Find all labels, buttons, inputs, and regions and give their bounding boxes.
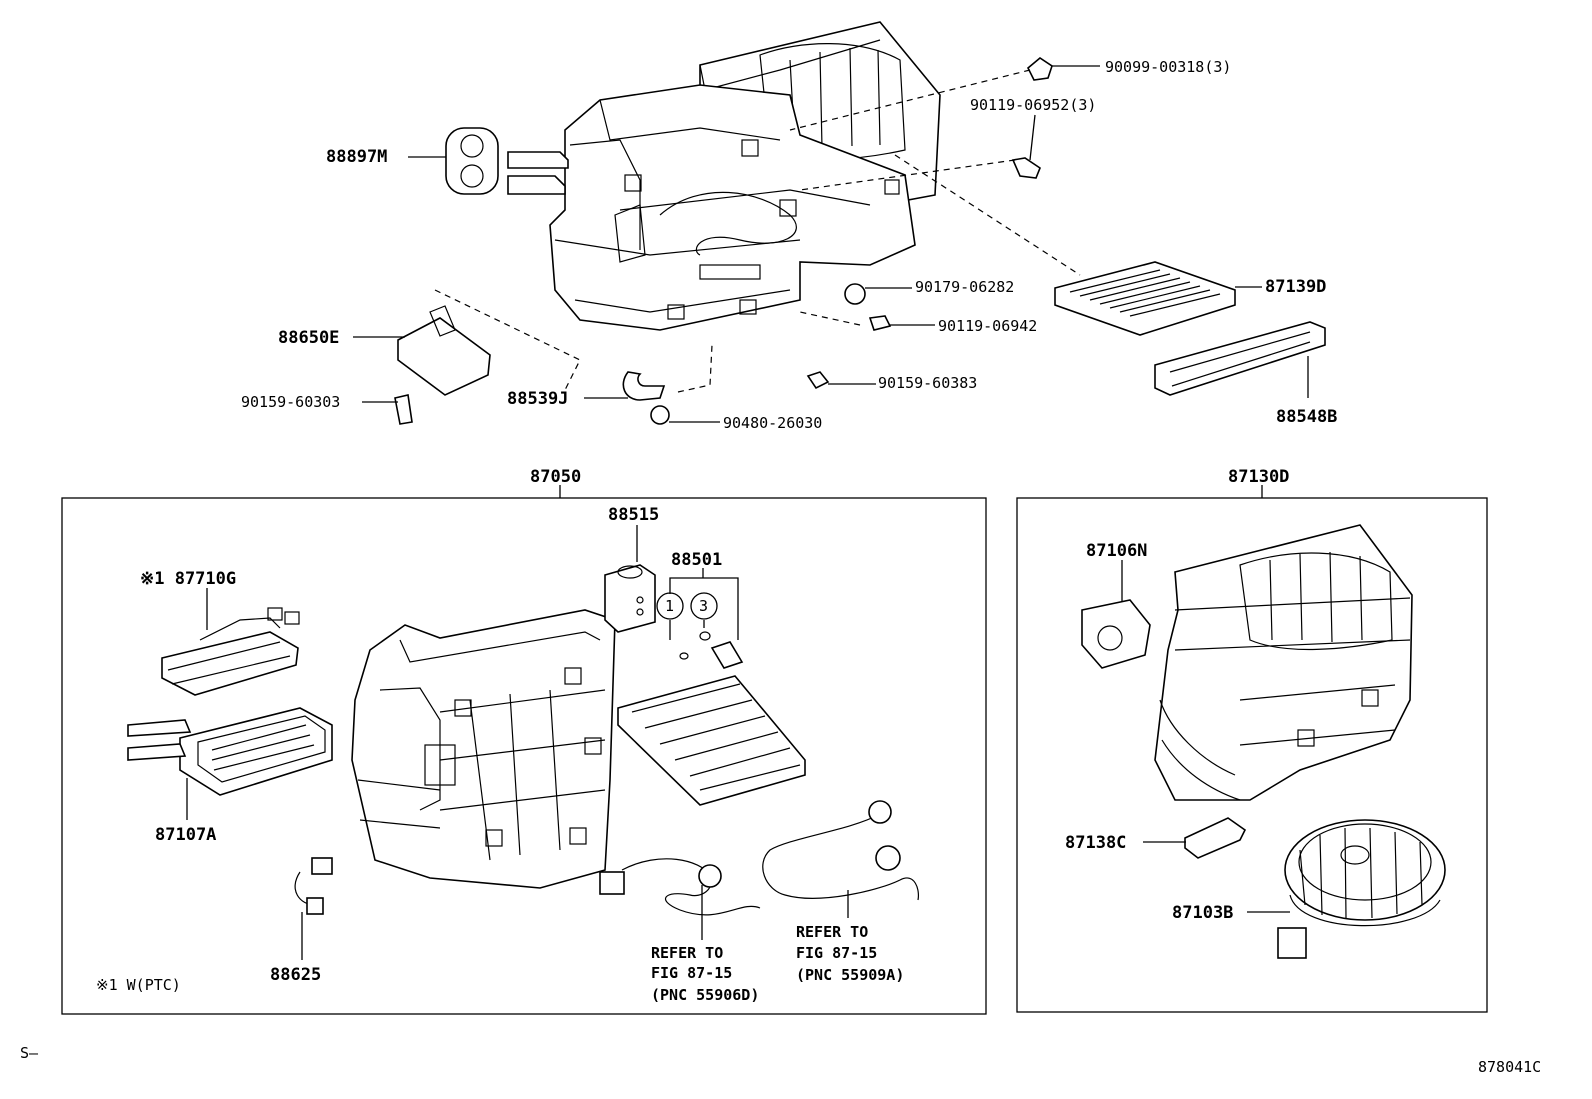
label-88650e: 88650E: [278, 328, 339, 348]
label-88501: 88501: [671, 550, 722, 570]
label-90099-00318: 90099-00318(3): [1105, 58, 1231, 76]
dashed-guide-lines-top: [434, 69, 1081, 393]
callout-labels: 90099-00318(3) 90119-06952(3) 88897M 871…: [20, 58, 1541, 1076]
leader-lines-87050: [186, 525, 849, 960]
label-90480-26030: 90480-26030: [723, 414, 822, 432]
expansion-valve-88515-illustration: [604, 564, 656, 633]
servo-motor-87106n-illustration: [1081, 599, 1151, 669]
harness-55909a-illustration: [762, 800, 920, 901]
filter-cover-88548b-illustration: [1154, 321, 1326, 396]
footnote-ptc: ※1 W(PTC): [96, 976, 181, 994]
grommet-88897m-illustration: [445, 127, 499, 195]
label-87106n: 87106N: [1086, 541, 1147, 561]
label-88515: 88515: [608, 505, 659, 525]
blower-case-87130d-illustration: [1154, 524, 1413, 801]
leader-lines-87130d: [1121, 560, 1290, 913]
label-90179-06282: 90179-06282: [915, 278, 1014, 296]
harness-55906d-illustration: [599, 858, 761, 916]
main-hvac-unit-illustration: [507, 21, 941, 331]
label-88539j: 88539J: [507, 389, 568, 409]
refer-1-line-3: (PNC 55906D): [651, 986, 759, 1004]
heater-core-87107a-illustration: [127, 707, 333, 796]
heater-case-87050-illustration: [351, 609, 616, 889]
circled-3-text: 3: [699, 597, 708, 615]
circled-1-text: 1: [665, 597, 674, 615]
assembly-87130d-box: [1016, 497, 1488, 1013]
label-90119-06942: 90119-06942: [938, 317, 1037, 335]
leader-lines-top: [353, 65, 1309, 423]
refer-1-line-1: REFER TO: [651, 944, 723, 962]
ptc-heater-87710g-illustration: [161, 607, 300, 696]
figure-id: 878041C: [1478, 1058, 1541, 1076]
evaporator-88501-illustration: [617, 641, 806, 806]
refer-2-line-2: FIG 87-15: [796, 944, 877, 962]
blower-motor-87103b-illustration: [1277, 819, 1446, 959]
refer-2-line-1: REFER TO: [796, 923, 868, 941]
filter-87139d-illustration: [1054, 261, 1236, 336]
module-88650e-illustration: [397, 305, 491, 396]
drain-hose-88539j-illustration: [622, 371, 666, 401]
label-90159-60303: 90159-60303: [241, 393, 340, 411]
sensor-88625-illustration: [294, 857, 333, 915]
corner-left-mark: S–: [20, 1044, 39, 1062]
label-87138c: 87138C: [1065, 833, 1126, 853]
label-87107a: 87107A: [155, 825, 216, 845]
assembly-87050-box: [61, 497, 987, 1015]
label-87103b: 87103B: [1172, 903, 1233, 923]
label-88897m: 88897M: [326, 147, 387, 167]
o-ring-group-88501: [656, 568, 739, 660]
hardware-illustrations: [394, 57, 1053, 425]
label-90159-60383: 90159-60383: [878, 374, 977, 392]
label-90119-06952: 90119-06952(3): [970, 96, 1096, 114]
label-88625: 88625: [270, 965, 321, 985]
label-87139d: 87139D: [1265, 277, 1326, 297]
label-88548b: 88548B: [1276, 407, 1337, 427]
resistor-87138c-illustration: [1184, 817, 1247, 859]
refer-2-line-3: (PNC 55909A): [796, 966, 904, 984]
refer-1-line-2: FIG 87-15: [651, 964, 732, 982]
label-87710g: ※1 87710G: [140, 569, 236, 589]
label-87050: 87050: [530, 467, 581, 487]
label-87130d: 87130D: [1228, 467, 1289, 487]
